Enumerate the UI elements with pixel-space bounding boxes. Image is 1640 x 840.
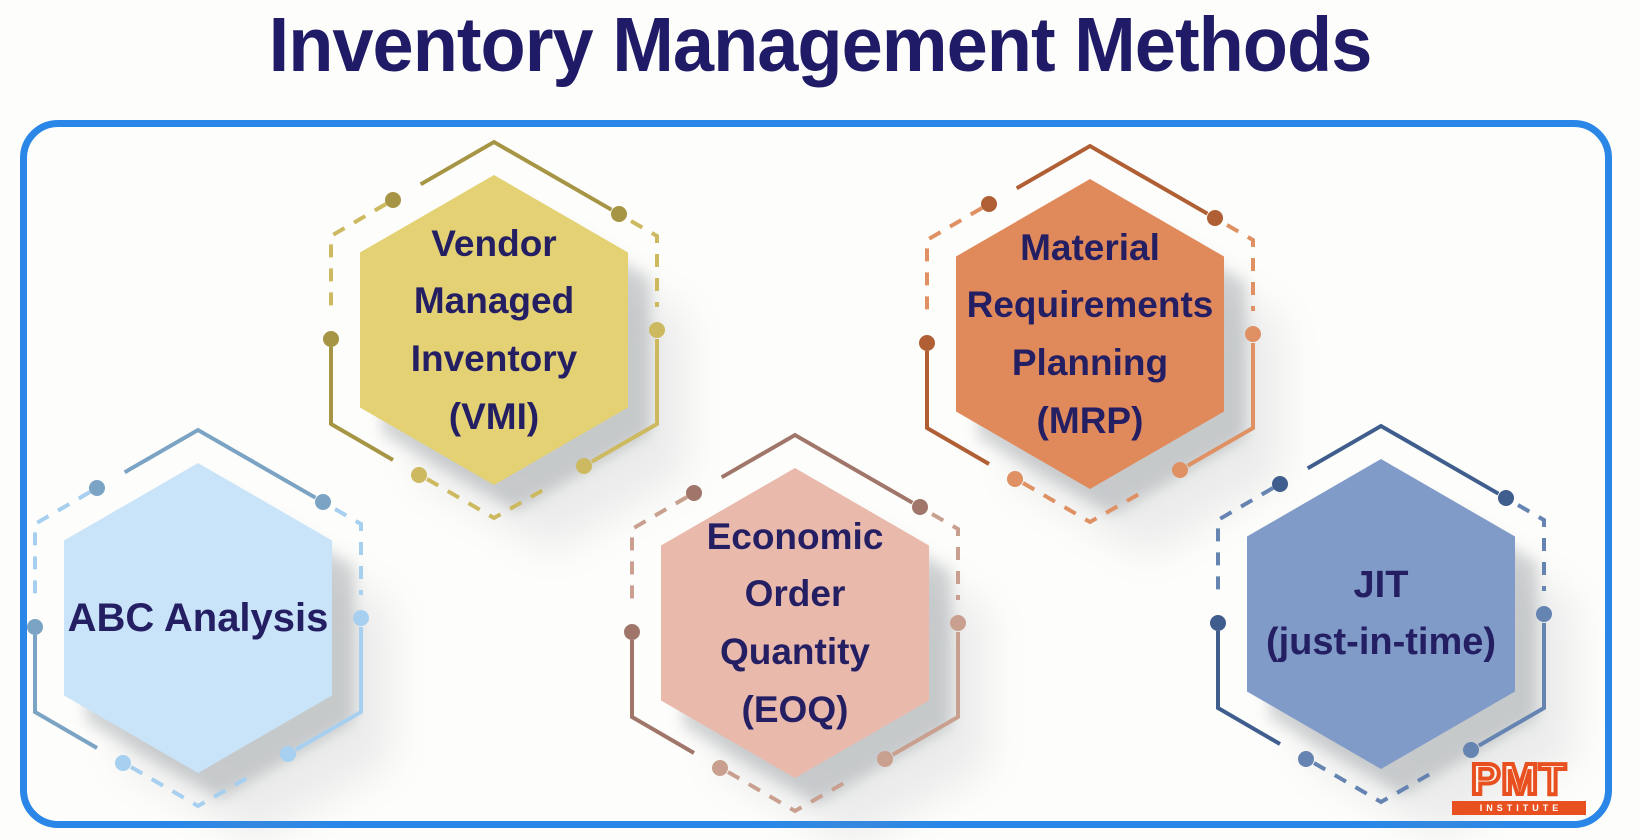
hexagon-eoq: Economic Order Quantity (EOQ)	[595, 408, 995, 838]
hexagon-vmi: Vendor Managed Inventory (VMI)	[294, 115, 694, 545]
content-frame	[20, 120, 1612, 828]
hexagon-label-jit: JIT (just-in-time)	[1265, 564, 1497, 663]
hexagon-mrp: Material Requirements Planning (MRP)	[890, 119, 1290, 549]
hexagon-label-mrp: Material Requirements Planning (MRP)	[966, 226, 1214, 441]
page-title: Inventory Management Methods	[268, 1, 1373, 88]
hexagon-jit: JIT (just-in-time)	[1181, 399, 1581, 829]
pmt-logo-institute-bar: INSTITUTE	[1452, 801, 1586, 816]
pmt-logo-wordmark: PMT	[1469, 755, 1568, 804]
hexagon-abc: ABC Analysis	[0, 403, 398, 833]
pmt-institute-logo: PMT INSTITUTE	[1452, 755, 1586, 816]
hexagon-label-abc: ABC Analysis	[67, 595, 329, 640]
hexagon-label-eoq: Economic Order Quantity (EOQ)	[706, 515, 884, 730]
hexagon-label-vmi: Vendor Managed Inventory (VMI)	[410, 222, 578, 437]
